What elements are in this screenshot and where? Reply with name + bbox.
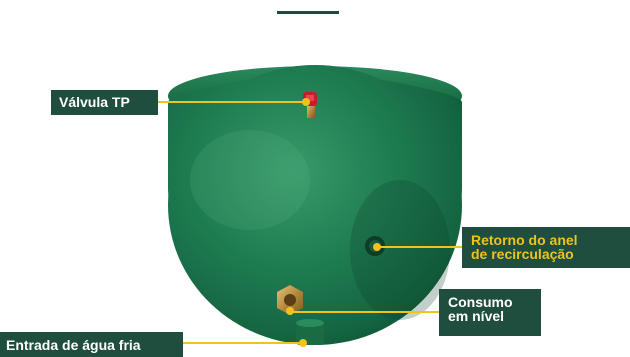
label-entrada-agua-fria: Entrada de água fria (0, 332, 183, 357)
callout-dot-retorno (373, 243, 381, 251)
callout-line-consumo (291, 311, 439, 313)
top-divider (277, 11, 339, 14)
label-valvula-tp-text: Válvula TP (59, 94, 130, 110)
label-retorno-recirculacao: Retorno do anel de recirculação (462, 227, 630, 268)
callout-line-valvula (158, 101, 306, 103)
callout-dot-entrada (299, 339, 307, 347)
label-consumo-line1: Consumo (448, 294, 513, 310)
label-retorno-line1: Retorno do anel (471, 232, 578, 248)
callout-line-entrada (183, 342, 304, 344)
label-entrada-agua-text: Entrada de água fria (6, 337, 141, 353)
label-retorno-line2: de recirculação (471, 246, 574, 262)
label-valvula-tp: Válvula TP (51, 90, 158, 115)
callout-dot-consumo (286, 307, 294, 315)
callout-line-retorno (379, 246, 463, 248)
label-consumo-nivel: Consumo em nível (439, 289, 541, 336)
callout-dot-valvula (302, 98, 310, 106)
label-consumo-line2: em nível (448, 308, 505, 324)
